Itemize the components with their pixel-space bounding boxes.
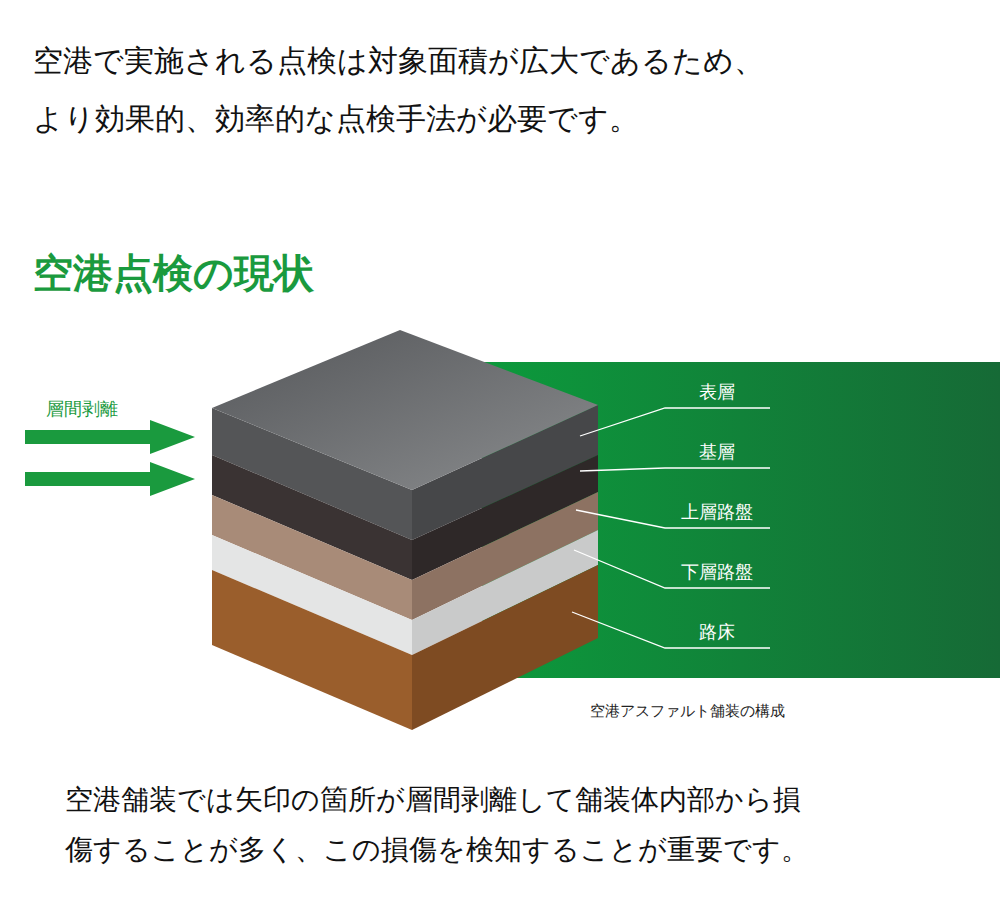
layer-label: 表層 — [699, 381, 735, 404]
arrow — [25, 420, 195, 454]
layer-label: 下層路盤 — [681, 561, 753, 584]
section-heading: 空港点検の現状 — [33, 248, 314, 298]
body-text: 空港舗装では矢印の箇所が層間剥離して舗装体内部から損 — [65, 782, 801, 817]
figure-caption: 空港アスファルト舗装の構成 — [590, 702, 785, 721]
top-face — [212, 330, 598, 490]
body-text: 傷することが多く、この損傷を検知することが重要です。 — [65, 832, 809, 867]
intro-text: 空港で実施される点検は対象面積が広大であるため、 — [33, 42, 764, 80]
arrow — [25, 462, 195, 496]
layer-label: 路床 — [699, 621, 735, 644]
leader-lines — [572, 408, 770, 648]
layer-label: 基層 — [699, 441, 735, 464]
layer-label: 上層路盤 — [681, 501, 753, 524]
intro-text: より効果的、効率的な点検手法が必要です。 — [33, 100, 639, 138]
arrow-label: 層間剥離 — [46, 398, 118, 421]
subgrade-side — [412, 565, 598, 730]
subgrade — [212, 570, 412, 730]
